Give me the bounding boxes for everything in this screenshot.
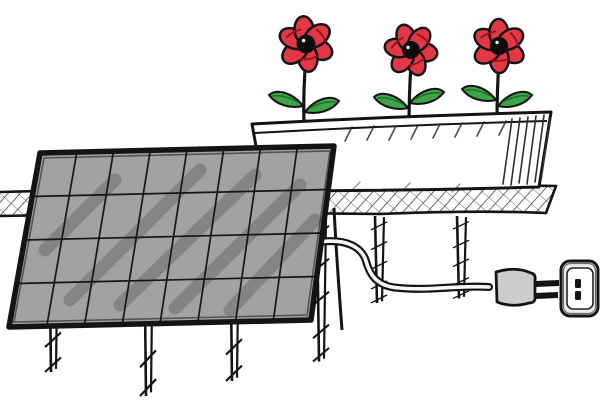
grid-column-line [234,147,262,322]
hatch-stroke [540,117,551,181]
cable-core [316,239,491,291]
planter-rim-line [254,120,548,134]
flower-leaf [497,90,533,108]
support-post [369,214,389,305]
grid-column-line [121,150,152,325]
hatch-stroke [510,117,521,186]
flower-leaf [409,87,445,105]
panel-frame-sketch-line [13,150,331,323]
rim-tick [432,123,441,139]
grid-column-line [45,151,78,327]
outlet-hole [575,291,581,300]
hatch-stroke [502,118,513,185]
rim-tick [498,120,507,136]
flower-head [463,10,535,82]
rim-tick [410,124,419,140]
flower-leaf [461,84,497,102]
bottom-tick [401,182,411,192]
hatch-stroke [534,114,545,183]
planter-rim-ticks [344,120,507,142]
smudge-stroke [38,173,122,257]
grid-column-line [272,146,299,322]
plug-body [494,267,537,307]
outlet-plate [566,267,594,310]
planter-end-hatch [502,114,551,186]
outlet-frame-sketch-line [562,262,597,315]
panel-grid [16,146,329,327]
support-posts [43,207,471,398]
wall-outlet [559,259,600,318]
smudge-stroke [223,213,322,317]
rim-tick [344,126,353,142]
flower-head [271,9,341,79]
rim-tick [454,122,463,138]
hatch-stroke [526,115,537,185]
power-plug [494,267,559,307]
panel-rear-leg [332,207,344,331]
flower-head [379,18,443,82]
flower-leaf [304,96,340,114]
grid-column-line [159,149,188,324]
panel-frame [6,143,337,330]
plug-prong [535,292,558,299]
rim-tick [366,125,375,141]
bottom-tick [451,183,461,193]
flower [373,18,445,128]
power-cable [314,237,493,293]
hatch-stroke [518,116,529,184]
flower-leaf [268,90,304,108]
flower [268,9,341,126]
flower [461,10,535,124]
rim-tick [476,121,485,137]
grid-column-line [83,151,115,326]
smudge-stroke [113,168,262,312]
smudge-stroke [168,178,307,315]
outlet-hole [575,279,581,288]
grid-column-line [196,148,225,323]
ledge-end-edge [544,184,558,215]
plug-prong [535,280,559,287]
flower-leaf [373,92,409,110]
rim-tick [388,125,397,141]
flowers [268,9,535,128]
solar-panel [6,143,337,330]
bottom-tick [351,181,361,191]
